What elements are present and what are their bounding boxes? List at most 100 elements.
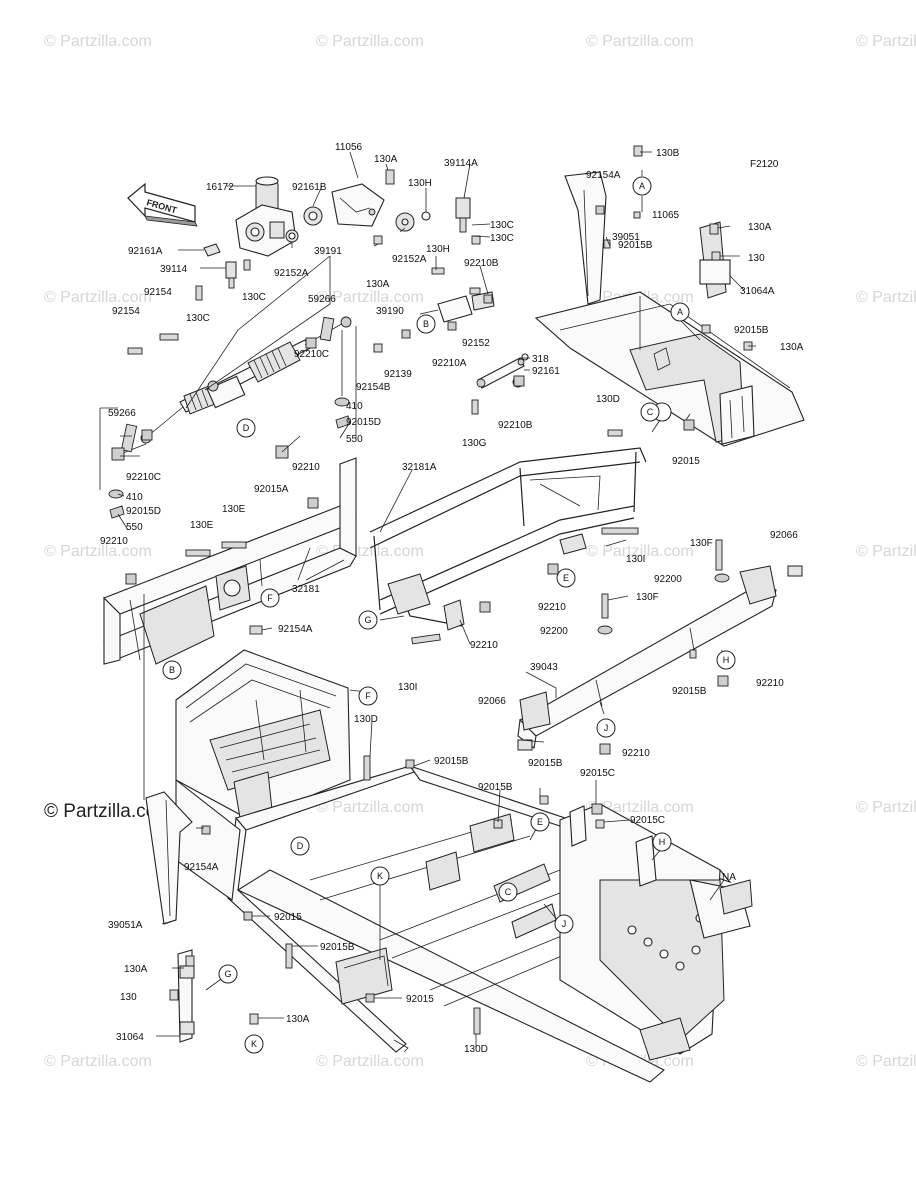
diagram-code: F2120 xyxy=(750,159,779,170)
front-arrow-icon: FRONT xyxy=(127,182,198,227)
part-callout: 130A xyxy=(366,279,390,290)
ref-marker-b-label: B xyxy=(169,665,175,675)
part-callout: 92015C xyxy=(580,768,615,779)
part-callout: 32181 xyxy=(292,584,320,595)
frame-guard-32181a xyxy=(369,447,647,645)
watermark: © Partzilla.com xyxy=(856,289,916,306)
part-callout: 130C xyxy=(490,220,514,231)
part-callout: 130H xyxy=(426,244,450,255)
ref-marker-k xyxy=(370,866,390,886)
ref-marker-b-label: B xyxy=(423,319,429,329)
part-callout: 92210 xyxy=(100,536,128,547)
watermark: © Partzilla.com xyxy=(856,799,916,816)
ref-marker-h-label: H xyxy=(723,655,730,665)
part-callout: 92015B xyxy=(618,240,653,251)
watermark: © Partzilla.com xyxy=(44,33,152,50)
part-callout: 130I xyxy=(626,554,645,565)
part-callout: 39114 xyxy=(160,264,188,275)
watermark: © Partzilla.com xyxy=(316,799,424,816)
ref-marker-f xyxy=(260,588,280,608)
ref-marker-e xyxy=(530,812,550,832)
ref-marker-c-label: C xyxy=(505,887,512,897)
ref-marker-d-label: D xyxy=(243,423,250,433)
ref-marker-d-label: D xyxy=(297,841,304,851)
part-callout: 130D xyxy=(464,1044,488,1055)
part-callout: 92066 xyxy=(770,530,798,541)
ref-marker-a-label: A xyxy=(639,181,645,191)
reference-markers: A A B B C C D D E E F F G G H H J J K xyxy=(162,176,736,1054)
part-callout: 130A xyxy=(124,964,148,975)
part-callout: 59266 xyxy=(308,294,336,305)
part-callout: 550 xyxy=(126,522,143,533)
ref-marker-j xyxy=(596,718,616,738)
watermark: © Partzilla.com xyxy=(44,1053,152,1070)
watermark: © Partzilla.com xyxy=(316,289,424,306)
ref-marker-a xyxy=(670,302,690,322)
part-callout: 31064 xyxy=(116,1032,144,1043)
part-callout: 32181A xyxy=(402,462,437,473)
watermark: © Partzilla.com xyxy=(44,543,152,560)
ref-marker-h xyxy=(716,650,736,670)
part-callout: 92015B xyxy=(320,942,355,953)
ref-marker-j-label: J xyxy=(604,723,609,733)
ref-marker-h-label: H xyxy=(659,837,666,847)
ref-marker-a-label: A xyxy=(677,307,683,317)
part-callout: 130F xyxy=(636,592,659,603)
part-callout: 92152A xyxy=(274,268,309,279)
watermark: © Partzilla.com xyxy=(586,543,694,560)
part-callout: 39051 xyxy=(612,232,640,243)
part-callout: 92210 xyxy=(292,462,320,473)
ref-marker-j-label: J xyxy=(562,919,567,929)
watermark: © Partzilla.com xyxy=(856,543,916,560)
part-callout: 130D xyxy=(596,394,620,405)
part-callout: 130D xyxy=(354,714,378,725)
ref-marker-d xyxy=(290,836,310,856)
part-callout: 92161 xyxy=(532,366,560,377)
ref-marker-f-label: F xyxy=(267,593,273,603)
watermark: © Partzilla.com xyxy=(856,33,916,50)
part-callout: 92154 xyxy=(112,306,140,317)
part-callout: NA xyxy=(722,872,736,883)
part-callout: 92139 xyxy=(384,369,412,380)
part-callouts: 11056 130A 39114A 16172 92161B 130H 130C… xyxy=(100,142,804,1055)
ref-marker-k-label: K xyxy=(377,871,383,881)
part-callout: 39190 xyxy=(376,306,404,317)
ref-marker-c-label: C xyxy=(647,407,654,417)
ref-marker-g-label: G xyxy=(364,615,371,625)
part-callout: 130A xyxy=(286,1014,310,1025)
ref-marker-a xyxy=(632,176,652,196)
part-callout: 130G xyxy=(462,438,487,449)
part-callout: 92200 xyxy=(654,574,682,585)
part-callout: 92015B xyxy=(478,782,513,793)
part-callout: 92152 xyxy=(462,338,490,349)
part-callout: 130A xyxy=(374,154,398,165)
steering-assembly xyxy=(108,169,529,519)
part-callout: 92015A xyxy=(254,484,289,495)
ref-marker-k-label: K xyxy=(251,1039,257,1049)
part-callout: 410 xyxy=(346,401,363,412)
part-callout: 130E xyxy=(222,504,246,515)
part-callout: 92015B xyxy=(434,756,469,767)
leader-lines xyxy=(99,151,756,1048)
ref-marker-g-label: G xyxy=(224,969,231,979)
part-callout: 39043 xyxy=(530,662,558,673)
part-callout: 31064A xyxy=(740,286,775,297)
main-chassis-frame xyxy=(175,649,753,1083)
ref-marker-f-label: F xyxy=(365,691,371,701)
part-callout: 92210C xyxy=(294,349,329,360)
part-callout: 130I xyxy=(398,682,417,693)
part-callout: 410 xyxy=(126,492,143,503)
part-callout: 130F xyxy=(690,538,713,549)
part-callout: 92015 xyxy=(672,456,700,467)
part-callout: 92015D xyxy=(346,417,381,428)
ref-marker-b xyxy=(162,660,182,680)
part-callout: 130E xyxy=(190,520,214,531)
part-callout: 130 xyxy=(748,253,765,264)
ref-marker-j xyxy=(554,914,574,934)
part-callout: 550 xyxy=(346,434,363,445)
ref-marker-e xyxy=(556,568,576,588)
part-callout: 130B xyxy=(656,148,680,159)
part-callout: 11056 xyxy=(335,142,363,153)
part-callout: 92015 xyxy=(406,994,434,1005)
